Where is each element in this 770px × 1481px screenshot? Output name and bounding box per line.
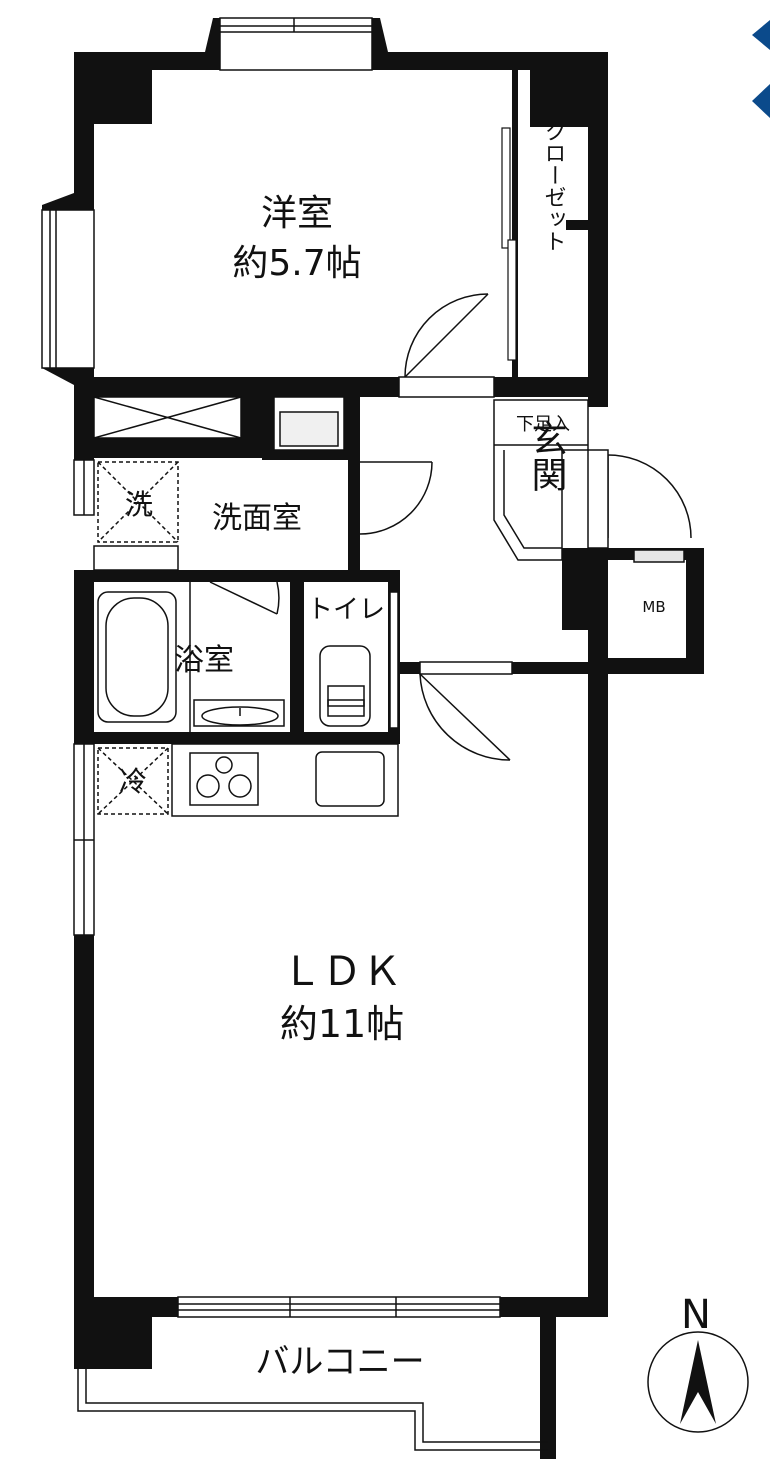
- accent-arrows: [752, 20, 770, 118]
- label-meter-box: MB: [642, 598, 665, 616]
- bathtub: [97, 591, 177, 723]
- label-western-room: 洋室: [261, 193, 333, 234]
- wall-top-right-pier: [372, 18, 388, 52]
- mb-wall-right: [686, 548, 704, 674]
- balcony-post: [540, 1317, 556, 1459]
- washer-space: [97, 461, 179, 543]
- room-labels: 洋室 約5.7帖 クローゼット 下足入 玄関 洗面室 洗 浴室 トイレ 冷 MB…: [119, 120, 666, 1382]
- accent-arrow-top: [752, 20, 770, 50]
- compass: N: [647, 1292, 749, 1433]
- door-swings: [209, 293, 692, 761]
- wall-left-ldk: [74, 935, 94, 1315]
- wall-right-upper: [588, 52, 608, 407]
- label-washroom: 洗面室: [212, 501, 302, 536]
- label-balcony: バルコニー: [255, 1342, 424, 1382]
- label-entrance: 玄関: [526, 420, 567, 492]
- fridge-space: [97, 747, 169, 815]
- label-shoe-box: 下足入: [516, 414, 570, 435]
- storage-wall-right: [241, 397, 262, 458]
- bath-sink: [193, 699, 285, 727]
- door-ldk-threshold: [419, 661, 513, 675]
- kitchen-counter: [171, 743, 399, 817]
- mb-meter: [633, 549, 685, 563]
- balcony-rail: [77, 1369, 548, 1451]
- compass-circle: [647, 1331, 749, 1433]
- walls: [42, 18, 704, 1459]
- wall-bath-toilet: [290, 582, 304, 742]
- vanity: [93, 545, 179, 571]
- windows: [41, 17, 501, 1318]
- label-ldk-size: 約11帖: [280, 1002, 404, 1046]
- fixture-box-wall-left: [262, 397, 274, 458]
- fixture-box-wall-bottom: [262, 450, 360, 460]
- label-fridge: 冷: [119, 765, 147, 798]
- closet-slider-1: [501, 127, 511, 249]
- label-washer: 洗: [125, 488, 153, 521]
- fixture-box: [273, 396, 345, 451]
- accent-arrow-bottom: [752, 84, 770, 118]
- stove: [189, 752, 259, 806]
- label-western-room-size: 約5.7帖: [232, 243, 361, 284]
- storage-wall-bottom: [74, 438, 262, 458]
- closet-slider-2: [507, 239, 517, 361]
- wall-left-bath: [74, 582, 94, 742]
- wall-right-lower: [588, 630, 608, 1315]
- toilet-bowl: [319, 645, 371, 727]
- wall-western-bottom-left: [74, 377, 399, 397]
- entrance-pillar: [562, 548, 608, 630]
- wall-top-left-pier: [205, 18, 220, 70]
- closet-partition: [512, 70, 518, 377]
- label-bathroom: 浴室: [174, 643, 234, 678]
- door-toilet-slider: [389, 591, 399, 729]
- storage-box: [93, 396, 242, 439]
- door-western-threshold: [398, 376, 495, 398]
- wall-corridor-bottom-right: [512, 662, 608, 674]
- washroom-wall-right: [348, 458, 360, 570]
- pillar-bottom-left: [74, 1297, 152, 1369]
- compass-label: N: [681, 1292, 711, 1338]
- fixtures: [93, 396, 685, 817]
- wall-corridor-bottom-left: [400, 662, 420, 674]
- door-entrance-jamb: [587, 449, 609, 549]
- closet-doors: [501, 127, 517, 361]
- wall-washroom-bottom: [74, 570, 400, 582]
- label-closet: クローゼット: [541, 120, 566, 252]
- label-ldk: ＬＤＫ: [282, 949, 402, 995]
- entrance-floor: [493, 399, 589, 561]
- wall-bath-bottom: [74, 732, 400, 744]
- mb-wall-bottom: [608, 658, 704, 674]
- wall-western-bottom-right: [494, 377, 608, 397]
- wall-left-upper: [74, 52, 94, 207]
- bay-window-top: [42, 193, 94, 210]
- label-toilet: トイレ: [307, 595, 385, 625]
- compass-needle: [680, 1340, 716, 1424]
- wall-bottom-right: [500, 1297, 608, 1317]
- kitchen-sink: [315, 751, 385, 807]
- closet-stub: [566, 220, 588, 230]
- window-ldk-bottom: [177, 1296, 501, 1318]
- fixture-box-wall-right: [344, 397, 360, 458]
